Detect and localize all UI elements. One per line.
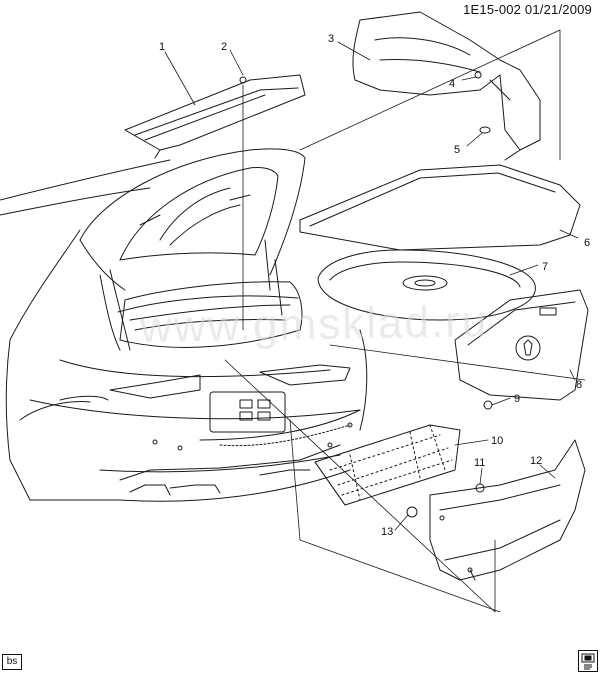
guide-lines: [224, 29, 586, 613]
callout-leaders: [164, 41, 579, 531]
trunk-lid-assembly: [79, 148, 306, 351]
part-10-cargo-net: [314, 424, 461, 506]
callout-3: 3: [328, 33, 334, 45]
callout-6: 6: [584, 237, 590, 249]
part-12-sill-trim: [429, 439, 586, 581]
document-icon: [578, 650, 598, 672]
diagram-header: 1E15-002 01/21/2009: [463, 2, 592, 17]
callout-2: 2: [221, 41, 227, 53]
part-1-retainer: [124, 74, 306, 159]
watermark: www.gmsklad.ru: [139, 296, 489, 353]
part-7-spare-cover: [317, 249, 536, 321]
diagram-code: 1E15-002: [463, 2, 522, 17]
diagram-date: 01/21/2009: [524, 2, 592, 17]
callout-7: 7: [542, 261, 548, 273]
part-3-side-trim: [352, 11, 541, 161]
callout-12: 12: [530, 455, 542, 467]
part-8-trim-panel: [454, 289, 589, 401]
callout-10: 10: [491, 435, 503, 447]
car-body: [0, 159, 368, 502]
callout-9: 9: [514, 393, 520, 405]
callout-labels: 1 2 3 4 5 6 7 8 9 10 11 12 13: [159, 33, 590, 538]
callout-5: 5: [454, 144, 460, 156]
callout-11: 11: [474, 457, 485, 469]
callout-1: 1: [159, 41, 165, 53]
bs-badge: bs: [2, 654, 22, 670]
callout-13: 13: [381, 526, 393, 538]
callout-4: 4: [449, 78, 455, 90]
fasteners: [239, 71, 493, 518]
callout-8: 8: [576, 379, 582, 391]
part-6-floor-panel: [299, 164, 581, 251]
